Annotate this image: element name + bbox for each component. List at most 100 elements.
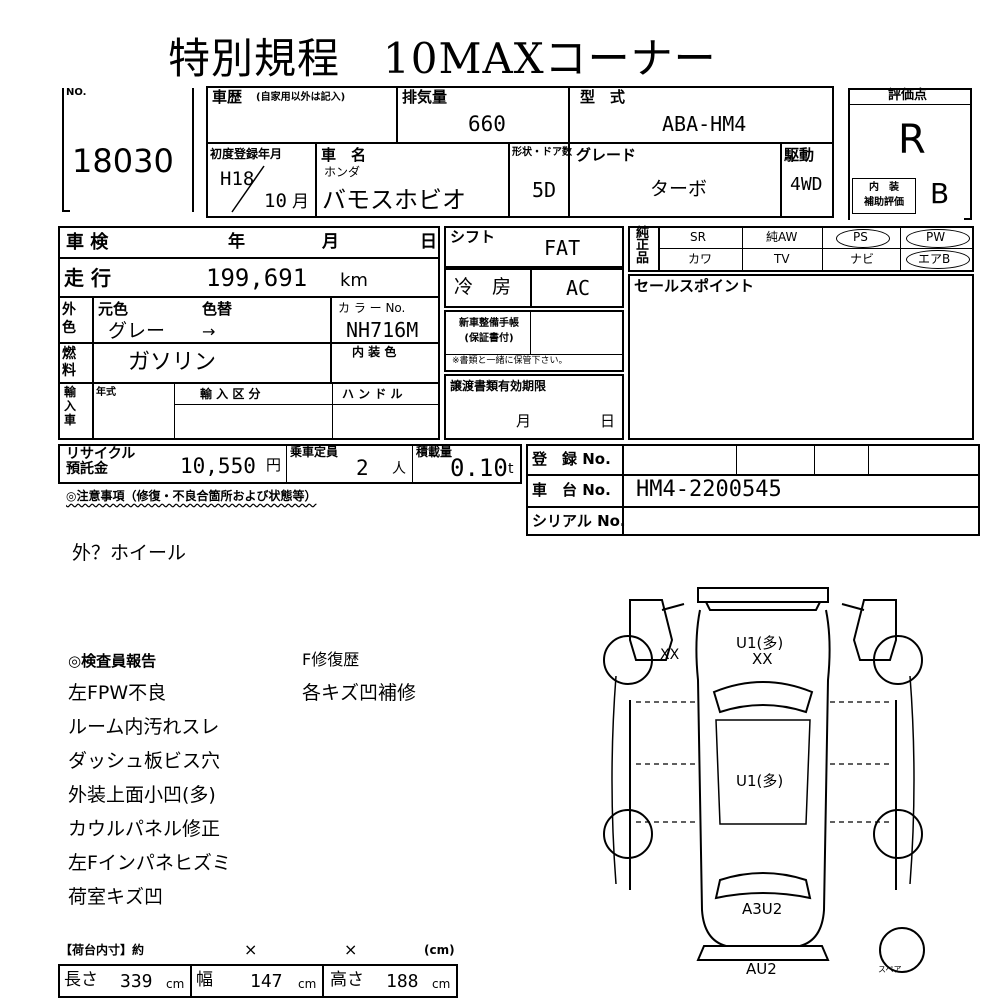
width-label: 幅 <box>196 970 213 990</box>
inspection-month: 月 <box>322 232 339 252</box>
no-label: NO. <box>66 87 87 98</box>
orig-color-label: 元色 <box>98 300 129 318</box>
inspector-label: ◎検査員報告 <box>68 652 157 670</box>
color-label: 外 色 <box>62 302 76 336</box>
equip-aw: 純AW <box>766 230 798 244</box>
recycle-label: リサイクル 預託金 <box>66 446 136 477</box>
mileage-unit: km <box>340 270 368 291</box>
vehicle-info-box <box>206 86 834 218</box>
inspection-label: 車 検 <box>66 232 109 253</box>
aircon-value: AC <box>566 276 591 300</box>
maintenance-label: 新車整備手帳 (保証書付) <box>459 318 519 344</box>
cargo-box <box>58 964 458 998</box>
aircon-box <box>444 268 624 308</box>
import-class-label: 輸 入 区 分 <box>200 387 261 401</box>
doors-value: 5D <box>532 178 557 202</box>
cargo-label: 【荷台内寸】約 <box>60 943 145 957</box>
rating-label: 評価点 <box>888 88 928 103</box>
equip-tv: TV <box>774 252 790 266</box>
height-value: 188 <box>386 971 419 992</box>
car-name-value: バモスホビオ <box>322 186 466 214</box>
shift-value: FAT <box>544 236 581 260</box>
aircon-label: 冷 房 <box>454 276 512 298</box>
interior-value: B <box>930 177 950 210</box>
transfer-label: 譲渡書類有効期限 <box>450 379 547 393</box>
length-value: 339 <box>120 971 153 992</box>
recycle-value: 10,550 <box>180 454 256 478</box>
car-damage-diagram <box>603 587 925 973</box>
height-unit: cm <box>432 977 451 991</box>
inspector-item: 左Fインパネヒズミ <box>68 852 231 874</box>
width-value: 147 <box>250 971 283 992</box>
length-unit: cm <box>166 977 185 991</box>
history-label: 車歴 <box>212 88 243 106</box>
inspector-right-item: F修復歴 <box>302 650 360 669</box>
bracket-foot <box>62 210 70 212</box>
color-value: グレー <box>108 320 166 342</box>
sales-point-box <box>628 274 974 440</box>
capacity-unit: 人 <box>392 461 406 477</box>
maintenance-note: ※書類と一緒に保管下さい。 <box>452 356 568 366</box>
grade-label: グレード <box>576 146 637 164</box>
cargo-times-1: × <box>244 940 258 959</box>
bracket-left <box>62 88 64 212</box>
equip-ps-circle <box>836 229 890 248</box>
inspector-item: カウルパネル修正 <box>68 818 221 840</box>
first-reg-month: 10 <box>264 190 287 212</box>
height-label: 高さ <box>330 970 364 990</box>
registration-grid <box>526 444 980 536</box>
equip-airbag: エアB <box>918 252 951 266</box>
drive-label: 駆動 <box>784 146 815 164</box>
equipment-label: 純 正 品 <box>636 226 650 266</box>
displacement-value: 660 <box>468 112 506 136</box>
recycle-unit: 円 <box>266 456 282 474</box>
load-unit: t <box>508 461 514 477</box>
rating-value: R <box>898 117 926 163</box>
change-color-label: 色替 <box>202 300 233 318</box>
interior-label: 内 装 補助評価 <box>864 182 904 208</box>
import-year-label: 年式 <box>96 387 116 398</box>
inspection-year: 年 <box>228 232 245 252</box>
lot-number: 18030 <box>72 142 174 180</box>
equip-pw: PW <box>926 230 946 244</box>
inspector-right-item: 各キズ凹補修 <box>302 682 417 704</box>
chassis-value: HM4-2200545 <box>636 477 782 502</box>
chassis-label: 車 台 No. <box>532 481 611 499</box>
shift-box <box>444 226 624 268</box>
load-label: 積載量 <box>416 445 453 459</box>
damage-a3u2: A3U2 <box>742 900 783 918</box>
length-label: 長さ <box>64 970 98 990</box>
displacement-label: 排気量 <box>402 88 448 106</box>
mileage-label: 走 行 <box>64 266 111 290</box>
recycle-box <box>58 444 522 484</box>
equip-navi: ナビ <box>850 252 875 266</box>
fuel-value: ガソリン <box>128 350 217 375</box>
inspector-item: 荷室キズ凹 <box>68 886 164 908</box>
inspector-item: ダッシュ板ビス穴 <box>68 750 221 772</box>
load-value: 0.10 <box>450 454 508 482</box>
first-reg-year: H18 <box>220 168 255 190</box>
damage-u1-top: U1(多) <box>736 634 784 652</box>
color-arrow: → <box>202 322 216 341</box>
equip-ps: PS <box>853 230 868 244</box>
history-sub: (自家用以外は記入) <box>256 92 346 103</box>
equip-pw-circle <box>906 229 970 248</box>
transfer-day: 日 <box>600 412 616 430</box>
capacity-label: 乗車定員 <box>290 445 339 459</box>
transfer-month: 月 <box>516 412 532 430</box>
color-code-label: カ ラ ー No. <box>338 301 406 315</box>
inspector-item: 外装上面小凹(多) <box>68 784 216 806</box>
left-info-grid <box>58 226 440 440</box>
fuel-label: 燃 料 <box>62 346 76 379</box>
capacity-value: 2 <box>356 456 369 480</box>
notes-text: 外？ホイール <box>72 542 187 564</box>
car-name-label: 車 名 <box>321 146 367 164</box>
page-title: 特別規程 10MAXコーナー <box>168 34 717 83</box>
car-maker: ホンダ <box>324 165 361 179</box>
model-value: ABA-HM4 <box>662 112 747 136</box>
damage-au2: AU2 <box>746 960 777 978</box>
serial-label: シリアル No. <box>532 512 626 530</box>
equipment-grid <box>628 226 974 272</box>
sales-point-label: セールスポイント <box>634 277 755 295</box>
doors-label: 形状・ドア数 <box>512 147 572 158</box>
